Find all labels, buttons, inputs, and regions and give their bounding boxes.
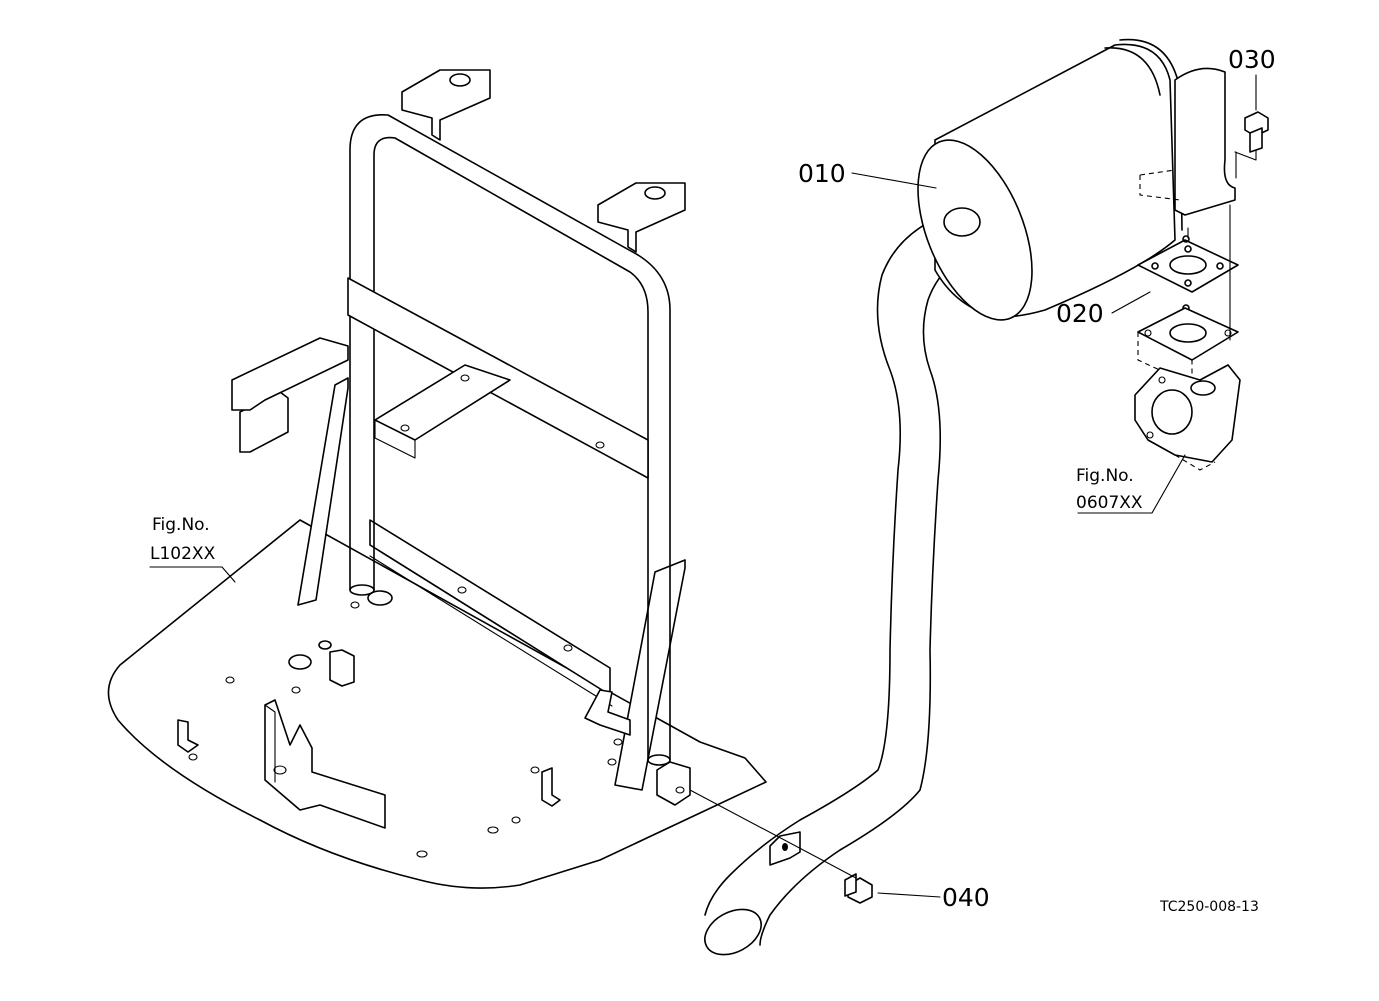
bolt-040 (656, 761, 873, 904)
exhaust-manifold (1134, 204, 1241, 471)
figure-ref-line2-0607xx: 0607XX (1076, 493, 1143, 513)
exhaust-pipe (704, 206, 993, 956)
part-label-040: 040 (942, 883, 990, 912)
figure-ref-line2-l102xx: L102XX (150, 544, 216, 564)
muffler (917, 38, 1236, 321)
figure-ref-line1-l102xx: Fig.No. (152, 515, 210, 535)
figure-ref-line1-0607xx: Fig.No. (1076, 466, 1134, 486)
part-label-010: 010 (798, 159, 846, 188)
part-label-030: 030 (1228, 45, 1276, 74)
base-plate (107, 337, 767, 889)
part-label-020: 020 (1056, 299, 1104, 328)
bolt-030 (1234, 111, 1269, 179)
leader-lines (149, 74, 1257, 898)
muffler-mount-frame (347, 69, 686, 766)
drawing-code: TC250-008-13 (1159, 899, 1259, 915)
